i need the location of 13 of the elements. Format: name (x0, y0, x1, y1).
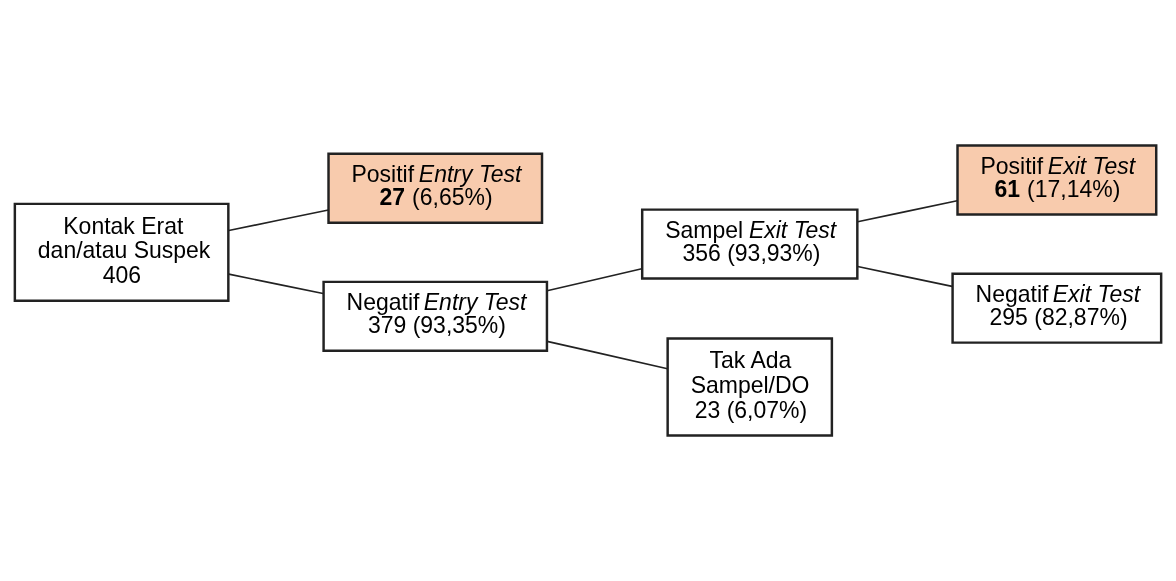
node-box: Positif Exit Test 61 (17,14%) (956, 144, 1158, 216)
node-box: Sampel Exit Test 356 (93,93%) (640, 208, 859, 280)
connector (546, 340, 669, 370)
node-box: Negatif Exit Test 295 (82,87%) (951, 272, 1163, 344)
connector (856, 199, 958, 223)
node-box: Tak Ada Sampel/DO 23 (6,07%) (666, 337, 834, 437)
connector (227, 209, 330, 232)
connector (856, 265, 953, 288)
node-box: Negatif Entry Test 379 (93,35%) (322, 280, 549, 353)
node-box: Positif Entry Test 27 (6,65%) (327, 152, 544, 224)
connector (227, 273, 324, 295)
node-box: Kontak Erat dan/atau Suspek 406 (13, 202, 230, 302)
connector (546, 268, 643, 292)
